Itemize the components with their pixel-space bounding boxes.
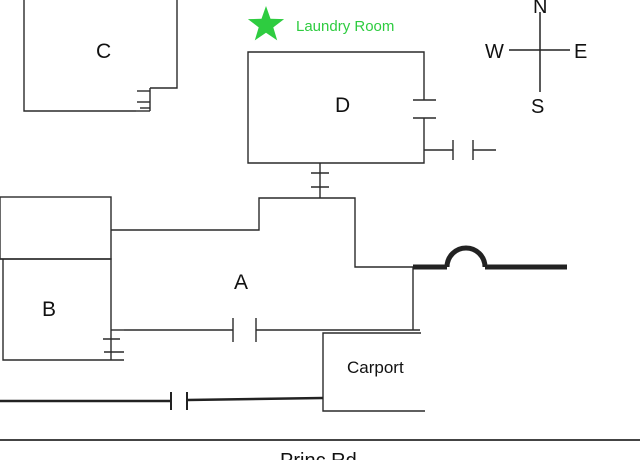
room-b-label: B xyxy=(42,298,56,321)
arch-opening xyxy=(444,245,488,268)
room-b-left-wall xyxy=(2,259,124,361)
star-icon xyxy=(247,6,285,41)
footer: Princ Rd xyxy=(0,439,640,460)
carport-wall xyxy=(322,332,425,412)
footer-title: Princ Rd xyxy=(280,450,357,460)
exterior-arch-wall xyxy=(413,245,567,270)
room-a-south-door xyxy=(232,318,257,342)
legend: Laundry Room xyxy=(247,6,394,41)
room-b-lower-wall xyxy=(0,258,112,330)
room-c: C xyxy=(23,0,178,112)
room-c-wall-right xyxy=(150,0,178,89)
room-d-exterior-door xyxy=(424,140,496,160)
carport: Carport xyxy=(322,332,425,412)
room-d-east-door xyxy=(413,99,436,119)
compass-north: N xyxy=(533,0,547,18)
compass-south: S xyxy=(531,96,544,118)
fence-right xyxy=(186,396,324,402)
room-d-wall xyxy=(247,51,425,164)
room-b: B xyxy=(0,196,124,361)
room-b-door xyxy=(103,329,124,360)
room-c-label: C xyxy=(96,40,111,63)
compass-west: W xyxy=(485,41,504,63)
legend-label: Laundry Room xyxy=(296,18,394,35)
room-a-label: A xyxy=(234,271,248,294)
room-a: A xyxy=(111,197,420,342)
compass-east: E xyxy=(574,41,587,63)
room-d: D xyxy=(247,51,496,198)
room-c-door xyxy=(136,88,151,112)
room-d-south-door xyxy=(311,163,329,198)
compass: N S E W xyxy=(485,0,587,118)
fence-line xyxy=(0,392,324,410)
room-d-label: D xyxy=(335,94,350,117)
room-c-wall xyxy=(23,0,136,112)
room-b-upper-wall xyxy=(0,196,112,260)
room-a-wall xyxy=(111,197,414,330)
carport-label: Carport xyxy=(347,358,404,377)
